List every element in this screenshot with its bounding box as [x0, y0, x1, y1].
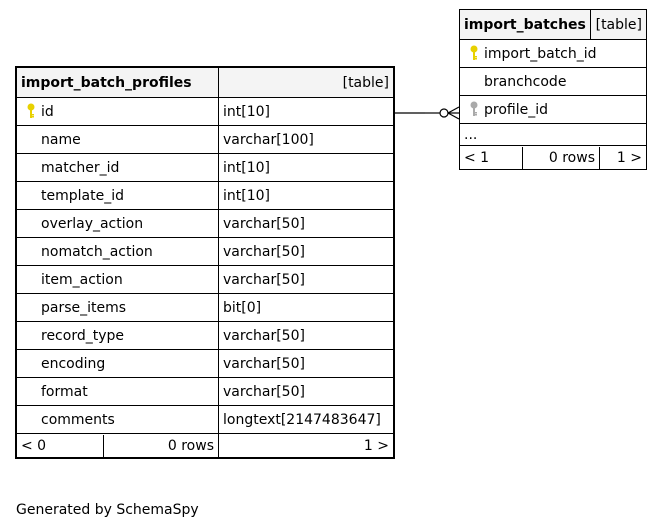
column-type: longtext[2147483647] [218, 405, 394, 434]
row-count: 0 rows [167, 437, 214, 454]
column-row[interactable]: template_id int[10] [16, 181, 394, 210]
table-name[interactable]: import_batches [458, 9, 592, 40]
table-kind: [table] [218, 67, 394, 98]
column-name-cell: item_action [16, 265, 219, 294]
crowfoot-marker [447, 112, 460, 120]
column-row[interactable]: item_action varchar[50] [16, 265, 394, 294]
column-name: format [41, 383, 88, 400]
column-type: int[10] [218, 153, 394, 182]
column-name-cell: matcher_id [16, 153, 219, 182]
children-count[interactable]: 1 > [616, 149, 642, 166]
column-name: id [41, 104, 54, 120]
column-row[interactable]: format varchar[50] [16, 377, 394, 406]
column-name: matcher_id [41, 159, 120, 176]
column-name: nomatch_action [41, 243, 153, 260]
column-name: item_action [41, 271, 123, 288]
column-type: int[10] [218, 181, 394, 210]
column-type: varchar[50] [218, 265, 394, 294]
primary-key-icon [464, 45, 484, 62]
column-row[interactable]: parse_items bit[0] [16, 293, 394, 322]
column-name: parse_items [41, 299, 127, 316]
column-name: comments [41, 411, 115, 428]
column-name: profile_id [484, 102, 548, 118]
column-row[interactable]: comments longtext[2147483647] [16, 405, 394, 434]
column-row[interactable]: matcher_id int[10] [16, 153, 394, 182]
children-count[interactable]: 1 > [218, 433, 394, 458]
column-name-cell: format [16, 377, 219, 406]
column-name-cell: branchcode [459, 67, 647, 96]
column-row[interactable]: branchcode [459, 67, 647, 96]
column-row[interactable]: name varchar[100] [16, 125, 394, 154]
parents-count[interactable]: < 0 [18, 434, 104, 457]
column-name: name [41, 131, 81, 148]
column-name: branchcode [484, 73, 567, 90]
column-name: import_batch_id [484, 46, 597, 62]
footer-left-cell: < 0 0 rows [16, 433, 219, 458]
column-name-cell: name [16, 125, 219, 154]
generated-by-text: Generated by SchemaSpy [16, 502, 199, 518]
column-type: varchar[50] [218, 377, 394, 406]
column-name-cell: import_batch_id [459, 39, 647, 68]
foreign-key-icon [464, 101, 484, 118]
table-name[interactable]: import_batch_profiles [16, 67, 219, 98]
primary-key-icon [21, 103, 41, 120]
column-list: id int[10] name varchar[100] matcher_id int[1… [16, 97, 394, 458]
column-name: encoding [41, 355, 106, 372]
column-type: varchar[100] [218, 125, 394, 154]
column-name: overlay_action [41, 215, 144, 232]
column-type: varchar[50] [218, 209, 394, 238]
crowfoot-marker [447, 106, 460, 114]
column-name: record_type [41, 327, 124, 344]
zero-optional-marker [439, 108, 449, 118]
table-header: import_batch_profiles [table] [16, 67, 394, 98]
column-name-cell: record_type [16, 321, 219, 350]
column-row[interactable]: import_batch_id [459, 39, 647, 68]
parents-count[interactable]: < 1 [461, 146, 523, 169]
row-count: 0 rows [523, 146, 600, 169]
column-name: template_id [41, 187, 124, 204]
column-type: bit[0] [218, 293, 394, 322]
